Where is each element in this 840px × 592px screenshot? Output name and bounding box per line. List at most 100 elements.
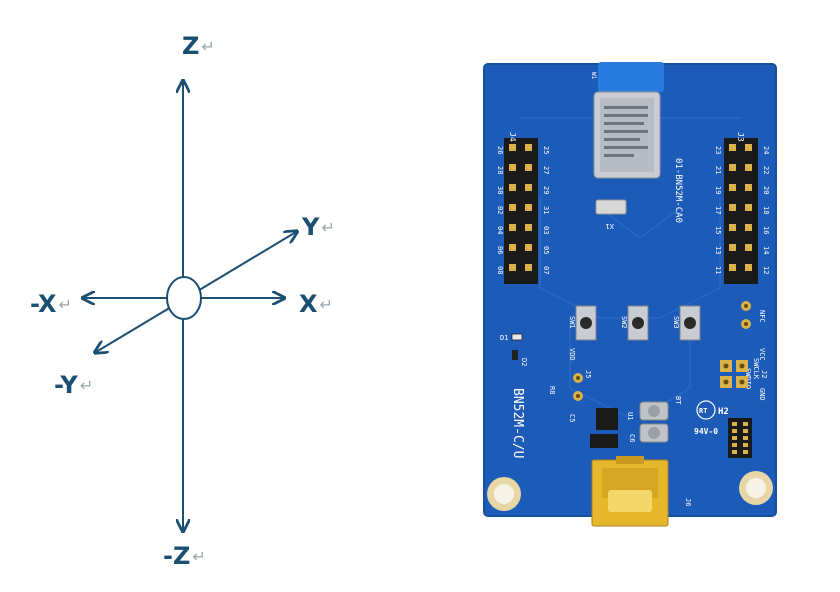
swd-pads <box>720 360 748 388</box>
d2-label: D2 <box>520 358 528 366</box>
j6-label: J6 <box>684 498 692 506</box>
header-pin <box>729 184 736 191</box>
header-pin <box>729 204 736 211</box>
crystal-label: X1 <box>606 222 614 230</box>
header-pin <box>745 204 752 211</box>
bt-terminal <box>639 401 669 443</box>
d1-label: D1 <box>500 334 508 342</box>
header-pin <box>525 144 532 151</box>
y-neg-label: -Y↵ <box>54 371 94 399</box>
rev-text: H2 <box>718 407 729 417</box>
nfc-pads <box>741 301 751 329</box>
r8-label: R8 <box>548 386 556 394</box>
switch-button <box>684 317 696 329</box>
switch-label: SW2 <box>620 316 628 329</box>
pin-number: 24 <box>762 146 770 154</box>
j2-label: J2 <box>760 370 768 378</box>
header-pin <box>509 204 516 211</box>
pin-number: 18 <box>762 206 770 214</box>
header-pin <box>509 264 516 271</box>
pin-number: 31 <box>542 206 550 214</box>
pin-number: 06 <box>496 246 504 254</box>
header-pin <box>745 244 752 251</box>
axis-diagram <box>0 0 420 592</box>
switch-label: SW3 <box>672 316 680 329</box>
header-pin <box>729 264 736 271</box>
switch-label: SW1 <box>568 316 576 329</box>
header-pin <box>729 224 736 231</box>
switch-button <box>580 317 592 329</box>
ble-module-antenna <box>598 62 664 92</box>
x-neg-label: -X↵ <box>30 290 72 318</box>
y-pos-label: Y↵ <box>302 213 335 241</box>
origin-ellipse <box>166 276 202 320</box>
pin-number: 27 <box>542 166 550 174</box>
pin-number: 08 <box>496 266 504 274</box>
header-pin <box>729 244 736 251</box>
header-pin <box>509 144 516 151</box>
header-pin <box>509 184 516 191</box>
pin-number: 07 <box>542 266 550 274</box>
logo-ring <box>696 400 716 420</box>
x-pos-label: X↵ <box>299 290 333 318</box>
header-j3-label: J3 <box>736 132 745 142</box>
switches: SW1 SW2 SW3 <box>568 305 701 341</box>
header-pin <box>729 164 736 171</box>
pin-number: 16 <box>762 226 770 234</box>
pin-number: 19 <box>714 186 722 194</box>
header-pin <box>745 224 752 231</box>
header-pin <box>525 264 532 271</box>
pin-number: 02 <box>496 206 504 214</box>
cap-c5 <box>590 434 618 448</box>
header-pin <box>729 144 736 151</box>
mount-hole-right <box>739 471 773 505</box>
pin-number: 26 <box>496 146 504 154</box>
pin-number: 28 <box>496 166 504 174</box>
z-neg-label: -Z↵ <box>163 542 206 570</box>
u1-label: U1 <box>626 412 634 420</box>
header-pin <box>745 164 752 171</box>
vcc-label: VCC <box>758 348 766 361</box>
w1-label: W1 <box>590 72 597 80</box>
grade-text: 94V-0 <box>694 427 718 436</box>
pin-number: 20 <box>762 186 770 194</box>
gnd-label: GND <box>758 388 766 401</box>
c6-label: C6 <box>628 434 636 442</box>
pin-numbers: 2628300204060825272931030507232119171513… <box>496 146 770 274</box>
header-j3-pins <box>729 144 752 271</box>
header-pin <box>745 264 752 271</box>
module-text: 01-BN52M-CA0 <box>673 158 683 223</box>
z-pos-label: Z↵ <box>182 32 215 60</box>
pin-number: 05 <box>542 246 550 254</box>
j5-pads <box>573 373 583 401</box>
bt-label: BT <box>674 396 682 405</box>
logo-text: RT <box>699 407 707 415</box>
pin-number: 25 <box>542 146 550 154</box>
pin-number: 11 <box>714 266 722 274</box>
pin-number: 22 <box>762 166 770 174</box>
pin-number: 14 <box>762 246 770 254</box>
header-pin <box>745 144 752 151</box>
pcb-board: 2628300204060825272931030507232119171513… <box>483 62 777 527</box>
led-d2 <box>512 350 518 360</box>
pin-number: 17 <box>714 206 722 214</box>
ic-u1 <box>596 408 618 430</box>
j1-connector <box>728 418 752 458</box>
led-d1 <box>511 333 523 341</box>
pin-number: 03 <box>542 226 550 234</box>
nfc-label: NFC <box>758 310 766 323</box>
pin-number: 12 <box>762 266 770 274</box>
header-j4-label: J4 <box>508 132 517 142</box>
pin-number: 15 <box>714 226 722 234</box>
header-j4-pins <box>509 144 532 271</box>
header-pin <box>525 244 532 251</box>
swclk-label: SWCLK <box>752 358 760 380</box>
c5-label: C5 <box>568 414 576 422</box>
pin-number: 30 <box>496 186 504 194</box>
switch-button <box>632 317 644 329</box>
pin-number: 29 <box>542 186 550 194</box>
crystal-x1 <box>595 199 627 215</box>
pin-number: 13 <box>714 246 722 254</box>
header-pin <box>525 164 532 171</box>
